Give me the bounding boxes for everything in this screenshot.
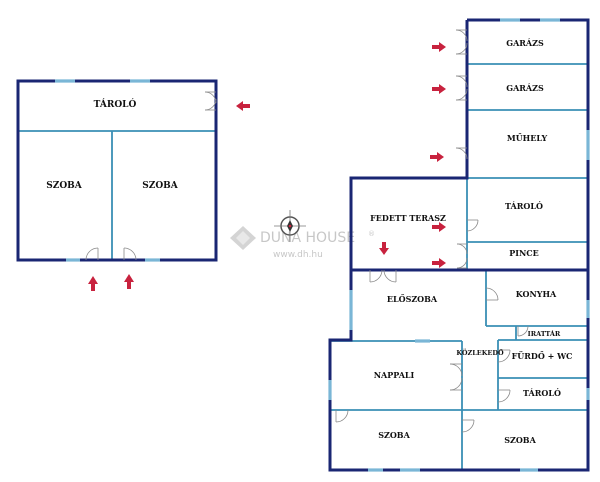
outbuilding: TÁROLÓ SZOBA SZOBA xyxy=(16,79,218,262)
room-label-garazs: GARÁZS xyxy=(506,83,544,93)
room-label-irattar: IRATTÁR xyxy=(528,329,561,338)
room-label-nappali: NAPPALI xyxy=(374,370,415,380)
room-label-szoba: SZOBA xyxy=(504,435,536,445)
room-label-szoba: SZOBA xyxy=(378,430,410,440)
room-label-taroló: TÁROLÓ xyxy=(94,98,137,110)
watermark-reg-mark: ® xyxy=(368,230,375,238)
main-house: GARÁZS GARÁZS MŰHELY TÁROLÓ FEDETT TERAS… xyxy=(328,18,590,472)
room-label-muhely: MŰHELY xyxy=(507,133,548,143)
watermark-brand: DUNA HOUSE xyxy=(260,230,355,246)
room-label-konyha: KONYHA xyxy=(516,289,557,299)
door-icon xyxy=(123,247,137,261)
room-label-tarolo: TÁROLÓ xyxy=(505,201,543,211)
entrance-arrows xyxy=(88,42,446,291)
watermark: DUNA HOUSE ® www.dh.hu xyxy=(230,226,375,260)
room-label-furdo-wc: FÜRDŐ + WC xyxy=(512,351,573,361)
arrow-up-icon xyxy=(124,274,134,289)
outer-walls xyxy=(328,18,590,472)
arrow-right-icon xyxy=(432,84,446,94)
house-logo-icon xyxy=(230,226,256,250)
arrow-right-icon xyxy=(432,222,446,232)
compass-icon xyxy=(274,210,306,242)
room-label-szoba: SZOBA xyxy=(46,181,83,191)
room-label-pince: PINCE xyxy=(509,248,539,258)
arrow-right-icon xyxy=(432,258,446,268)
inner-walls xyxy=(330,63,588,470)
door-icon xyxy=(85,247,99,261)
room-label-kozlekedo: KÖZLEKEDŐ xyxy=(456,348,504,357)
arrow-left-icon xyxy=(236,101,250,111)
room-label-tarolo: TÁROLÓ xyxy=(523,388,561,398)
room-label-fedett-terasz: FEDETT TERASZ xyxy=(370,213,446,223)
arrow-right-icon xyxy=(432,42,446,52)
arrow-down-icon xyxy=(379,242,389,255)
room-label-eloszoba: ELŐSZOBA xyxy=(387,294,438,304)
windows xyxy=(328,18,590,472)
watermark-url: www.dh.hu xyxy=(273,250,323,260)
arrow-right-icon xyxy=(430,152,444,162)
door-icon xyxy=(204,91,217,111)
room-label-garazs: GARÁZS xyxy=(506,38,544,48)
door-icons xyxy=(335,29,529,433)
arrow-up-icon xyxy=(88,276,98,291)
outer-wall xyxy=(16,79,218,262)
room-label-szoba: SZOBA xyxy=(142,181,179,191)
